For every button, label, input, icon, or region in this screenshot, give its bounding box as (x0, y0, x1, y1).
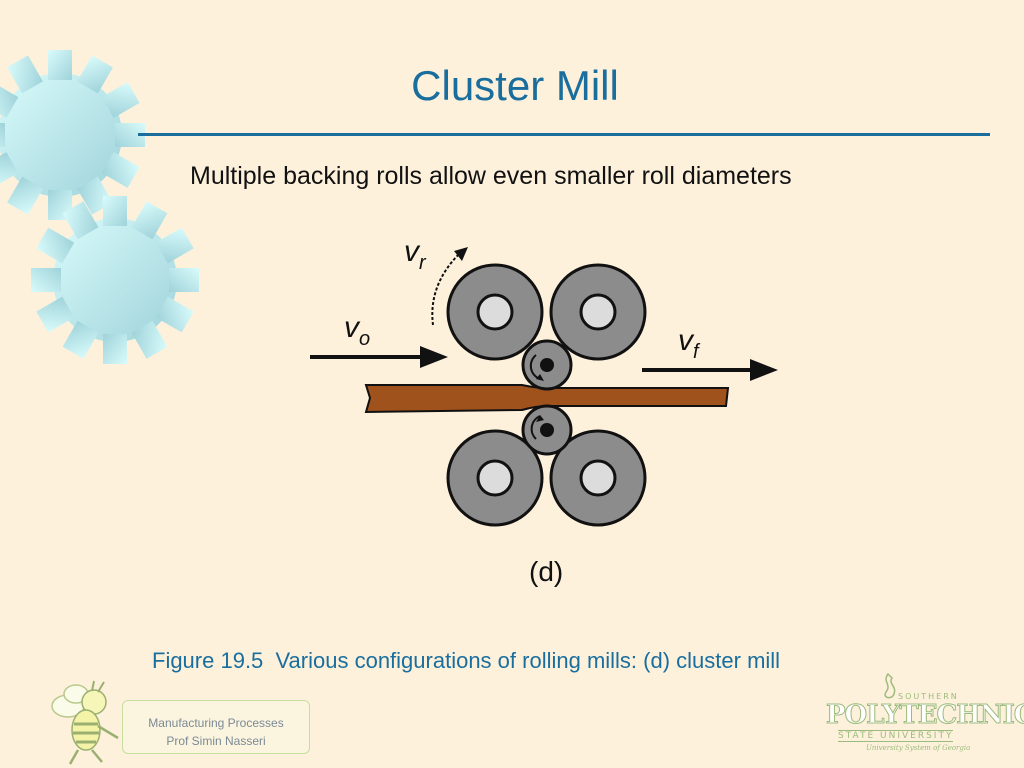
logo-top-text: SOUTHERN (898, 692, 959, 701)
bee-mascot-icon (51, 680, 119, 765)
panel-label: (d) (529, 556, 563, 587)
label-vo-subscript: o (359, 328, 370, 350)
footer-course-box: Manufacturing Processes Prof Simin Nasse… (122, 700, 310, 754)
logo-main-text: POLYTECHNIC (825, 700, 1024, 731)
university-logo: SOUTHERN POLYTECHNIC STATE UNIVERSITY Un… (825, 672, 1024, 758)
title-divider (138, 133, 990, 136)
roll-rotation-arrow (431, 252, 461, 326)
label-vf-subscript: f (693, 341, 701, 363)
figure-caption: Figure 19.5 Various configurations of ro… (152, 648, 781, 673)
backing-roll (446, 263, 544, 361)
arrowhead-icon (420, 346, 448, 368)
logo-tagline: University System of Georgia (866, 744, 971, 752)
arrowhead-icon (750, 359, 778, 381)
arrowhead-icon (454, 247, 468, 261)
label-vf: v (678, 324, 695, 357)
footer-course-title: Manufacturing Processes (148, 716, 284, 730)
cluster-mill-figure: vr vo vf (d) (310, 235, 778, 587)
backing-roll (446, 429, 544, 527)
footer-instructor: Prof Simin Nasseri (166, 734, 266, 748)
gear-icon (31, 196, 199, 364)
flame-icon (884, 672, 896, 699)
gear-icon (0, 50, 145, 220)
work-roll (521, 404, 573, 456)
work-roll (521, 339, 573, 391)
workpiece-strip (364, 384, 730, 414)
backing-roll (549, 263, 647, 361)
gears-decoration (0, 50, 199, 364)
svg-text:vo: vo (344, 311, 370, 350)
label-vo: v (344, 311, 361, 344)
svg-text:vr: vr (404, 235, 427, 274)
label-vr-subscript: r (419, 252, 427, 274)
backing-roll (549, 429, 647, 527)
svg-text:vf: vf (678, 324, 701, 363)
slide-subtitle: Multiple backing rolls allow even smalle… (190, 162, 792, 190)
label-vr: v (404, 235, 421, 268)
slide-title: Cluster Mill (411, 62, 619, 109)
logo-sub-text: STATE UNIVERSITY (838, 730, 954, 742)
